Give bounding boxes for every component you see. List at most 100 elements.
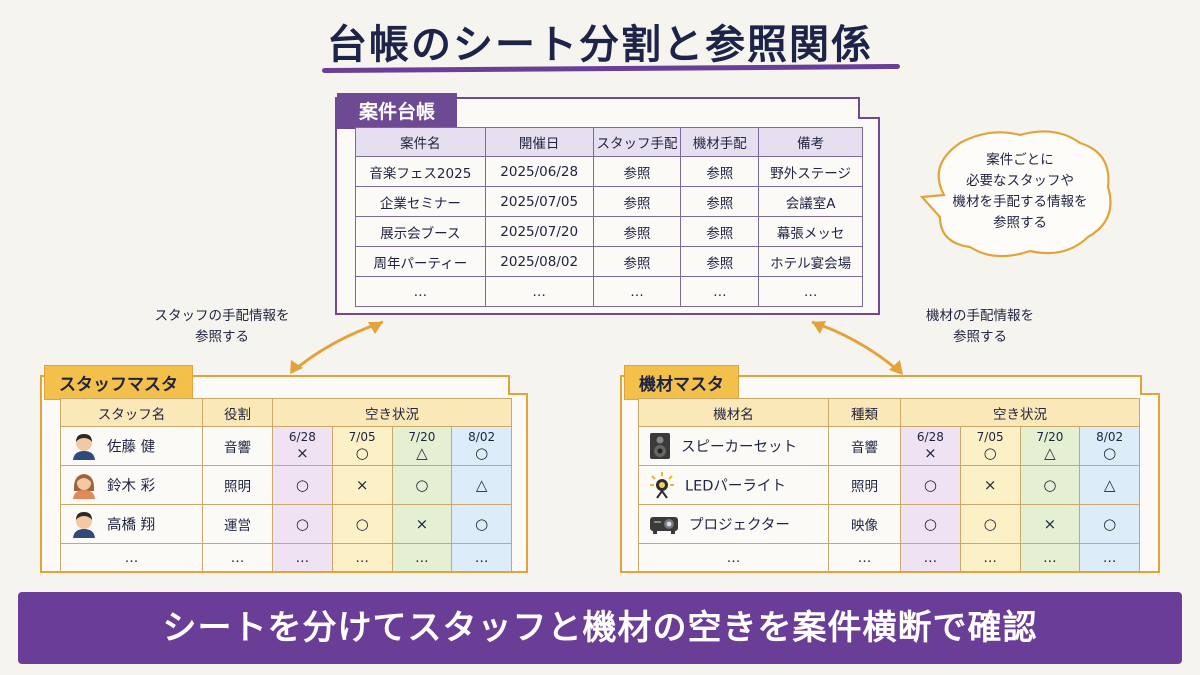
equipment-name-cell: プロジェクター — [638, 504, 829, 544]
female-avatar-icon — [73, 474, 95, 499]
table-row: 鈴木 彩 照明 ○ × ○ △ — [60, 465, 512, 505]
availability-mark: ○ — [983, 444, 997, 462]
availability-cell: ○ — [959, 504, 1021, 544]
table-cell: … — [202, 543, 273, 572]
equipment-master-tag: 機材マスタ — [624, 365, 739, 400]
availability-cell: ○ — [272, 465, 333, 505]
availability-mark: × — [415, 515, 429, 533]
table-row: 周年パーティー 2025/08/02 参照 参照 ホテル宴会場 — [355, 246, 863, 277]
availability-cell: ○ — [1079, 504, 1140, 544]
table-cell: … — [592, 276, 682, 307]
staff-name-cell: 高橋 翔 — [60, 504, 203, 544]
equipment-name-cell: スピーカーセット — [638, 426, 829, 466]
availability-cell: 6/28× — [900, 426, 961, 466]
arrow-staff-link — [291, 320, 384, 374]
note-line: スタッフの手配情報を — [154, 308, 290, 324]
table-row: … … … … … — [355, 276, 863, 307]
availability-date: 6/28 — [916, 430, 944, 444]
availability-cell: × — [1019, 504, 1081, 544]
availability-mark: × — [296, 444, 309, 462]
column-header: 空き状況 — [900, 398, 1140, 427]
table-row: 展示会ブース 2025/07/20 参照 参照 幕張メッセ — [355, 216, 863, 247]
table-cell: 2025/06/28 — [484, 156, 594, 187]
page-fold-corner — [858, 97, 880, 119]
availability-mark: △ — [1044, 444, 1056, 462]
availability-mark: ○ — [415, 476, 429, 494]
availability-mark: ○ — [295, 476, 309, 494]
summary-banner-text: シートを分けてスタッフと機材の空きを案件横断で確認 — [162, 608, 1038, 648]
availability-mark: × — [1043, 515, 1057, 533]
table-cell: … — [1079, 543, 1140, 572]
speech-bubble-outline — [920, 130, 1112, 258]
availability-mark: ○ — [923, 515, 937, 533]
availability-mark: ○ — [355, 515, 369, 533]
note-line: 参照する — [195, 329, 249, 345]
table-cell: … — [959, 543, 1021, 572]
column-header: 案件名 — [355, 127, 486, 157]
table-cell: 参照 — [680, 216, 760, 247]
table-cell: 野外ステージ — [758, 156, 863, 187]
table-row: プロジェクター 映像 ○ ○ × ○ — [638, 504, 1140, 544]
equipment-reference-note: 機材の手配情報を 参照する — [900, 306, 1060, 348]
table-row: 企業セミナー 2025/07/05 参照 参照 会議室A — [355, 186, 863, 217]
staff-name: 佐藤 健 — [107, 439, 156, 456]
equipment-type: 音響 — [828, 426, 901, 466]
arrow-head-icon — [368, 322, 383, 334]
availability-mark: × — [983, 476, 997, 494]
availability-mark: ○ — [1103, 515, 1117, 533]
male-avatar-icon — [73, 434, 95, 460]
project-ledger-tag: 案件台帳 — [337, 93, 458, 129]
table-cell: 幕張メッセ — [758, 216, 863, 247]
table-cell: … — [272, 543, 333, 572]
availability-date: 7/20 — [408, 430, 436, 444]
availability-mark: ○ — [475, 515, 489, 533]
table-row: スピーカーセット 音響 6/28× 7/05○ 7/20△ 8/02○ — [638, 426, 1140, 466]
column-header: 開催日 — [484, 127, 594, 157]
availability-cell: × — [391, 504, 453, 544]
table-cell: … — [638, 543, 829, 572]
table-cell: … — [355, 276, 486, 307]
equipment-master-table: 機材名 種類 空き状況 スピーカーセット 音響 6/28× 7/05○ 7 — [638, 398, 1140, 572]
availability-cell: ○ — [900, 504, 961, 544]
table-cell: 参照 — [592, 156, 682, 187]
column-header: スタッフ名 — [60, 398, 203, 427]
column-header: 空き状況 — [272, 398, 512, 427]
availability-mark: × — [924, 444, 937, 462]
table-cell: … — [60, 543, 203, 572]
table-cell: … — [900, 543, 961, 572]
availability-mark: ○ — [983, 515, 997, 533]
table-cell: … — [1019, 543, 1081, 572]
led-light-icon — [650, 472, 674, 499]
column-header: 役割 — [202, 398, 273, 427]
projector-icon — [650, 517, 678, 534]
equipment-type: 映像 — [828, 504, 901, 544]
availability-cell: △ — [451, 465, 512, 505]
table-row: LEDパーライト 照明 ○ × ○ △ — [638, 465, 1140, 505]
speech-bubble — [920, 130, 1112, 258]
table-header-row: スタッフ名 役割 空き状況 — [60, 398, 512, 427]
availability-mark: △ — [1103, 476, 1116, 494]
availability-date: 7/20 — [1036, 430, 1064, 444]
page-fold-corner — [508, 375, 528, 395]
table-cell: 参照 — [680, 186, 760, 217]
staff-master-panel: スタッフマスタ スタッフ名 役割 空き状況 佐藤 健 音響 6/28× — [40, 365, 528, 573]
availability-date: 8/02 — [1096, 430, 1124, 444]
table-header-row: 機材名 種類 空き状況 — [638, 398, 1140, 427]
staff-name: 高橋 翔 — [107, 517, 156, 534]
availability-mark: △ — [416, 444, 428, 462]
arrow-equipment-link — [811, 320, 901, 374]
table-cell: … — [758, 276, 863, 307]
availability-cell: × — [331, 465, 393, 505]
table-row: 音楽フェス2025 2025/06/28 参照 参照 野外ステージ — [355, 156, 863, 187]
arrow-head-icon — [290, 360, 303, 374]
bubble-line: 機材を手配する情報を — [952, 194, 1088, 210]
availability-mark: ○ — [295, 515, 309, 533]
bubble-line: 必要なスタッフや — [966, 173, 1074, 189]
summary-banner — [18, 592, 1182, 664]
bubble-line: 案件ごとに — [986, 152, 1054, 168]
table-cell: … — [484, 276, 594, 307]
availability-cell: ○ — [391, 465, 453, 505]
equipment-name: スピーカーセット — [681, 439, 797, 456]
table-row: … … … … … … — [60, 543, 512, 572]
column-header: 機材手配 — [680, 127, 760, 157]
